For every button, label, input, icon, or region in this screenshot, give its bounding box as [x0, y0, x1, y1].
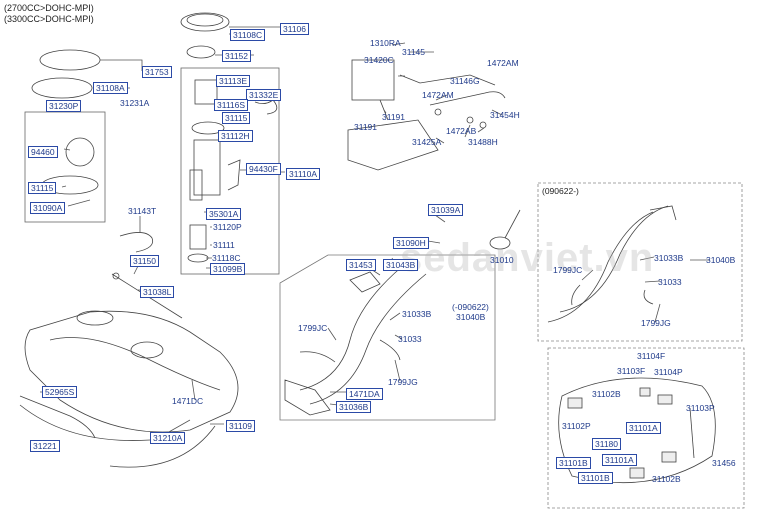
part-label-31101b-mid[interactable]: 31101B [556, 457, 591, 469]
part-label-31102p[interactable]: 31102P [562, 421, 591, 431]
part-label-31104f[interactable]: 31104F [637, 351, 666, 361]
part-label-31104p[interactable]: 31104P [654, 367, 683, 377]
part-label-31010[interactable]: 31010 [490, 255, 514, 265]
part-label-31103f[interactable]: 31103F [617, 366, 646, 376]
part-label-31033-inset[interactable]: 31033 [658, 277, 682, 287]
filler-frame [279, 254, 496, 421]
part-label-31090a[interactable]: 31090A [30, 202, 66, 214]
part-label-31099b[interactable]: 31099B [210, 263, 246, 275]
part-label-31038l[interactable]: 31038L [140, 286, 175, 298]
part-label-31101a-bottom[interactable]: 31101A [602, 454, 637, 466]
part-label-31180[interactable]: 31180 [592, 438, 622, 450]
part-label-31033b-inset[interactable]: 31033B [654, 253, 684, 263]
gasket-ring [31, 77, 93, 99]
part-label-31043b[interactable]: 31043B [383, 259, 419, 271]
gasket-plate [39, 49, 101, 71]
part-label-31115-pump[interactable]: 31115 [222, 112, 251, 124]
part-label-1471dc[interactable]: 1471DC [172, 396, 204, 406]
part-label-1472am-top[interactable]: 1472AM [487, 58, 519, 68]
part-label-31040b-main[interactable]: 31040B [456, 312, 486, 322]
part-label-1472ab[interactable]: 1472AB [446, 126, 477, 136]
part-label-31332e[interactable]: 31332E [246, 89, 282, 101]
part-label-31454h[interactable]: 31454H [490, 110, 520, 120]
engine-spec-line-1: (2700CC>DOHC-MPI) [4, 3, 94, 13]
part-label-31753[interactable]: 31753 [142, 66, 172, 78]
part-label-31115-left[interactable]: 31115 [28, 182, 57, 194]
part-label-1471da[interactable]: 1471DA [346, 388, 383, 400]
tank-group-frame [547, 347, 745, 509]
part-label-35301a[interactable]: 35301A [206, 208, 242, 220]
part-label-31191-b[interactable]: 31191 [354, 122, 378, 132]
filler-neck [299, 259, 411, 391]
engine-spec-line-2: (3300CC>DOHC-MPI) [4, 14, 94, 24]
part-label-31145[interactable]: 31145 [402, 47, 426, 57]
vapor-hose [399, 74, 496, 86]
part-label-31150[interactable]: 31150 [130, 255, 160, 267]
part-label-31425a[interactable]: 31425A [412, 137, 442, 147]
part-label-1799jc-main[interactable]: 1799JC [298, 323, 328, 333]
part-label-31456[interactable]: 31456 [712, 458, 736, 468]
part-label-1310ra[interactable]: 1310RA [370, 38, 401, 48]
production-note: (-090622) [452, 302, 489, 312]
part-label-31109[interactable]: 31109 [226, 420, 256, 432]
part-label-31453[interactable]: 31453 [346, 259, 376, 271]
part-label-31106[interactable]: 31106 [280, 23, 310, 35]
part-label-31039a[interactable]: 31039A [428, 204, 464, 216]
watermark: sedanviet.vn [400, 236, 655, 280]
part-label-1472am-mid[interactable]: 1472AM [422, 90, 454, 100]
part-label-31033b-main[interactable]: 31033B [402, 309, 432, 319]
lock-ring [180, 12, 230, 32]
canister [351, 59, 395, 101]
part-label-31488h[interactable]: 31488H [468, 137, 498, 147]
part-label-31102b-top[interactable]: 31102B [592, 389, 621, 399]
part-label-31143t[interactable]: 31143T [128, 206, 157, 216]
part-label-31108c[interactable]: 31108C [230, 29, 266, 41]
part-label-31221[interactable]: 31221 [30, 440, 60, 452]
part-label-31090h[interactable]: 31090H [393, 237, 429, 249]
part-label-31101a-top[interactable]: 31101A [626, 422, 661, 434]
part-label-31111[interactable]: 31111 [213, 240, 235, 250]
part-label-1799jg-inset[interactable]: 1799JG [641, 318, 671, 328]
fuel-tank [24, 310, 239, 433]
part-label-31118c[interactable]: 31118C [212, 253, 241, 263]
part-label-31116s[interactable]: 31116S [214, 99, 249, 111]
part-label-94460[interactable]: 94460 [28, 146, 58, 158]
part-label-31152[interactable]: 31152 [222, 50, 252, 62]
part-label-31110a[interactable]: 31110A [286, 168, 321, 180]
part-label-31033-main[interactable]: 31033 [398, 334, 422, 344]
cover-plate [186, 45, 216, 59]
part-label-31120p[interactable]: 31120P [213, 222, 242, 232]
part-label-31101b-bottom[interactable]: 31101B [578, 472, 613, 484]
part-label-31420c[interactable]: 31420C [364, 55, 394, 65]
part-label-31113e[interactable]: 31113E [216, 75, 251, 87]
sender-frame [24, 111, 106, 223]
part-label-1799jc-inset[interactable]: 1799JC [553, 265, 583, 275]
part-label-1799jg-main[interactable]: 1799JG [388, 377, 418, 387]
part-label-31040b-inset[interactable]: 31040B [706, 255, 736, 265]
inset-title: (090622-) [542, 186, 579, 196]
tank-strap-front [19, 404, 151, 441]
part-label-31108a[interactable]: 31108A [93, 82, 128, 94]
part-label-94430f[interactable]: 94430F [246, 163, 281, 175]
part-label-31230p[interactable]: 31230P [46, 100, 82, 112]
part-label-31191-a[interactable]: 31191 [382, 112, 406, 122]
part-label-31102b-bottom[interactable]: 31102B [652, 474, 681, 484]
part-label-52965s[interactable]: 52965S [42, 386, 78, 398]
part-label-31036b[interactable]: 31036B [336, 401, 372, 413]
part-label-31210a[interactable]: 31210A [150, 432, 186, 444]
tank-strap-rear [109, 425, 216, 468]
part-label-31231a[interactable]: 31231A [120, 98, 150, 108]
part-label-31103p[interactable]: 31103P [686, 403, 715, 413]
part-label-31112h[interactable]: 31112H [218, 130, 253, 142]
filler-cap [489, 236, 511, 250]
part-label-31146g[interactable]: 31146G [450, 76, 480, 86]
inset-frame [537, 182, 743, 342]
